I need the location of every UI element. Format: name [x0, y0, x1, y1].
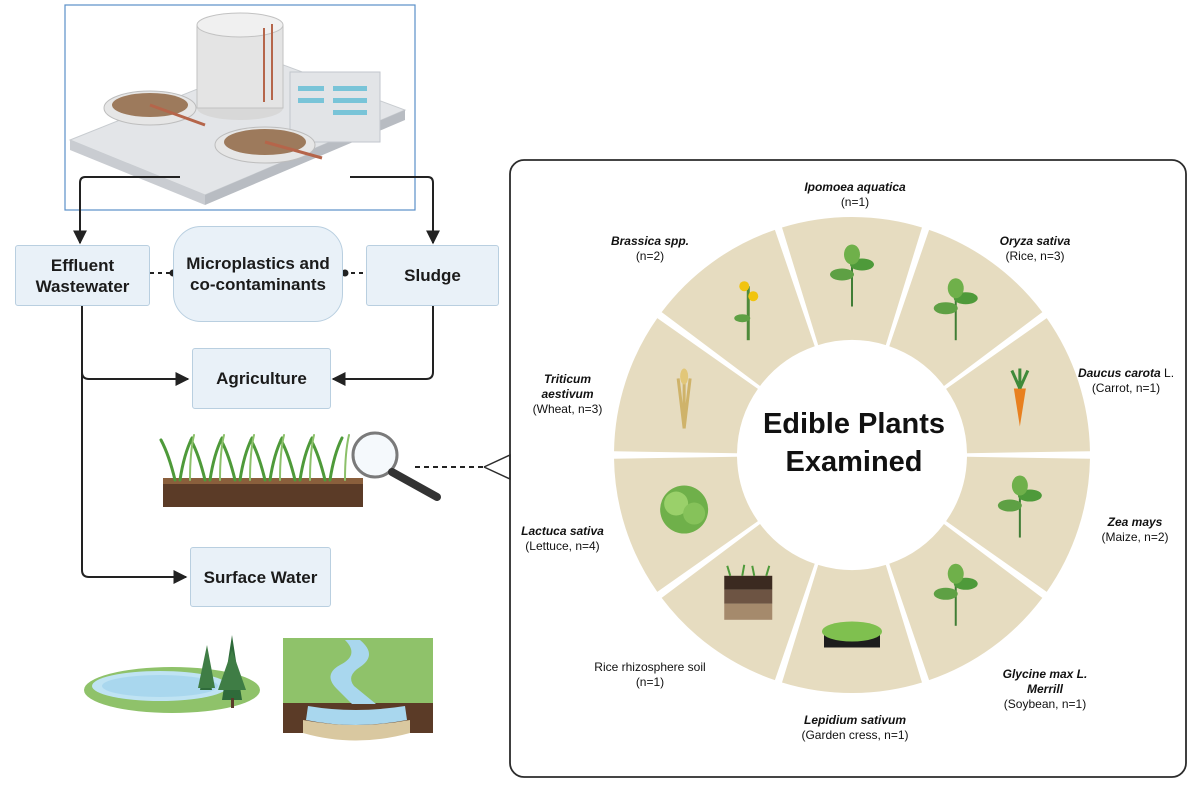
- plant-label-rice-soil: Rice rhizosphere soil(n=1): [594, 660, 706, 689]
- plant-label-daucus: Daucus carota L.(Carrot, n=1): [1077, 366, 1175, 395]
- wheel-segment-zea: [946, 456, 1090, 592]
- magnifier-icon: [351, 431, 441, 501]
- agriculture-box: Agriculture: [192, 348, 331, 409]
- plant-ipomoea-icon: [830, 244, 874, 307]
- plant-rice-soil-icon: [724, 564, 773, 620]
- plant-lepidium-icon: [822, 621, 882, 648]
- plant-zea-icon: [997, 475, 1042, 538]
- panel-callout: [483, 453, 511, 481]
- plant-label-glycine: Glycine max L. Merrill(Soybean, n=1): [1002, 667, 1088, 711]
- agriculture-label: Agriculture: [216, 369, 307, 388]
- plant-label-zea: Zea mays(Maize, n=2): [1101, 515, 1169, 544]
- wheel-title: Edible Plants Examined: [762, 408, 946, 478]
- microplastics-label: Microplastics and co-contaminants: [186, 254, 330, 294]
- surface-water-label: Surface Water: [203, 567, 318, 587]
- effluent-wastewater-box: Effluent Wastewater: [15, 245, 150, 306]
- wheel-segment-brassica: [661, 229, 815, 386]
- surface-water-box: Surface Water: [190, 547, 331, 607]
- plant-label-brassica: Brassica spp.(n=2): [610, 234, 690, 263]
- plants-wheel: [614, 217, 1090, 694]
- pond-illustration: [84, 635, 260, 713]
- plant-label-lepidium: Lepidium sativum(Garden cress, n=1): [801, 713, 909, 742]
- plant-brassica-icon: [734, 281, 759, 341]
- effluent-wastewater-label: Effluent Wastewater: [35, 255, 130, 296]
- sludge-box: Sludge: [366, 245, 499, 306]
- sludge-label: Sludge: [404, 266, 461, 285]
- plant-label-ipomoea: Ipomoea aquatica (n=1): [804, 180, 906, 209]
- wheel-segment-triticum: [614, 318, 758, 454]
- wheel-segment-oryza: [889, 229, 1043, 386]
- plant-triticum-icon: [676, 368, 692, 429]
- wheel-center: [739, 342, 965, 568]
- microplastics-box: Microplastics and co-contaminants: [173, 226, 343, 322]
- plant-label-lactuca: Lactuca sativa(Lettuce, n=4): [521, 524, 604, 553]
- plant-oryza-icon: [933, 278, 978, 341]
- plant-glycine-icon: [933, 563, 978, 626]
- flow-connectors: [73, 176, 484, 584]
- plant-label-oryza: Oryza sativa(Rice, n=3): [999, 234, 1071, 263]
- connector-dot: [341, 269, 349, 277]
- river-illustration: [283, 638, 433, 741]
- plant-lactuca-icon: [660, 485, 709, 534]
- treatment-plant-illustration: [64, 4, 416, 211]
- plant-daucus-icon: [1010, 368, 1030, 427]
- crop-field-illustration: [159, 434, 363, 507]
- plant-label-triticum: Triticum aestivum(Wheat, n=3): [532, 372, 603, 416]
- wheel-segment-glycine: [889, 524, 1043, 681]
